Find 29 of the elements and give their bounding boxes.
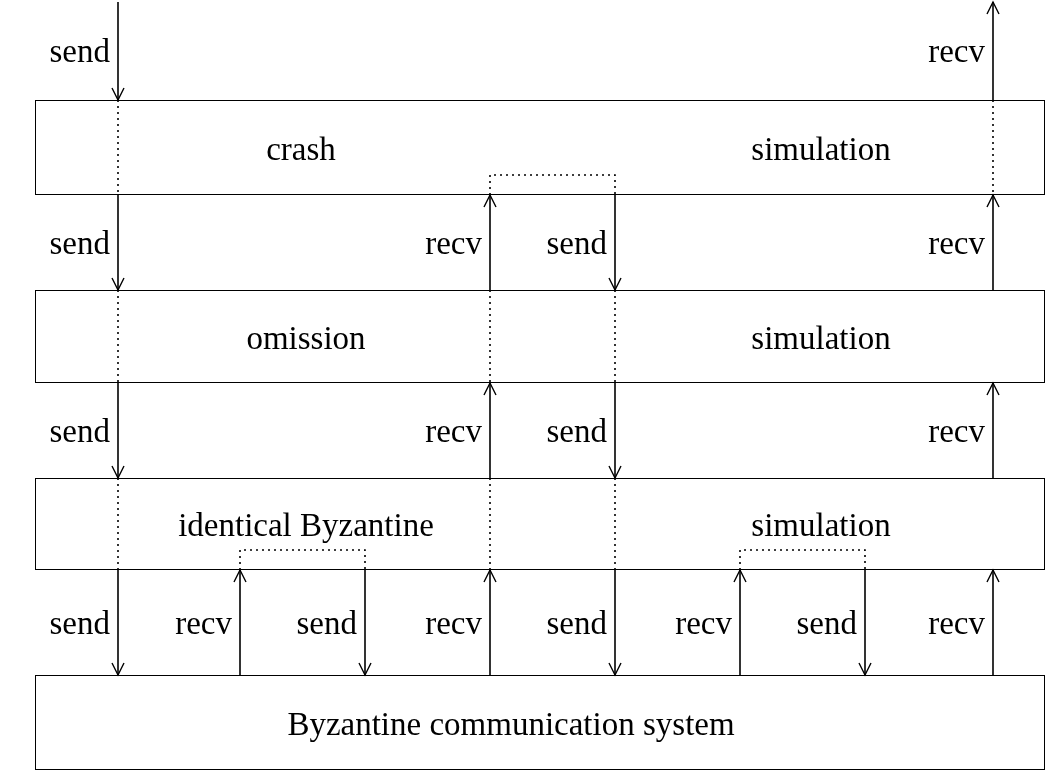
layer-label: Byzantine communication system bbox=[287, 705, 735, 742]
arrow bbox=[111, 1, 125, 101]
arrow bbox=[111, 569, 125, 676]
layer-label: crash bbox=[266, 130, 336, 167]
layer-label: simulation bbox=[751, 319, 891, 356]
arrow bbox=[986, 1, 1000, 101]
layer-box bbox=[35, 478, 1045, 570]
arrow bbox=[986, 382, 1000, 479]
arrow bbox=[986, 569, 1000, 676]
arrow bbox=[986, 194, 1000, 291]
arrow bbox=[608, 382, 622, 479]
arrow bbox=[358, 569, 372, 676]
arrow bbox=[608, 569, 622, 676]
arrow bbox=[483, 382, 497, 479]
arrow bbox=[111, 382, 125, 479]
layer-box bbox=[35, 290, 1045, 383]
layer-label: simulation bbox=[751, 130, 891, 167]
arrow bbox=[233, 569, 247, 676]
arrow bbox=[483, 569, 497, 676]
arrow bbox=[858, 569, 872, 676]
layer-box bbox=[35, 675, 1045, 770]
layer-label: omission bbox=[246, 319, 366, 356]
arrow bbox=[733, 569, 747, 676]
arrow bbox=[608, 194, 622, 291]
arrow bbox=[111, 194, 125, 291]
arrow bbox=[483, 194, 497, 291]
layer-label: simulation bbox=[751, 506, 891, 544]
layer-box bbox=[35, 100, 1045, 195]
layer-label: identical Byzantine bbox=[178, 506, 434, 544]
